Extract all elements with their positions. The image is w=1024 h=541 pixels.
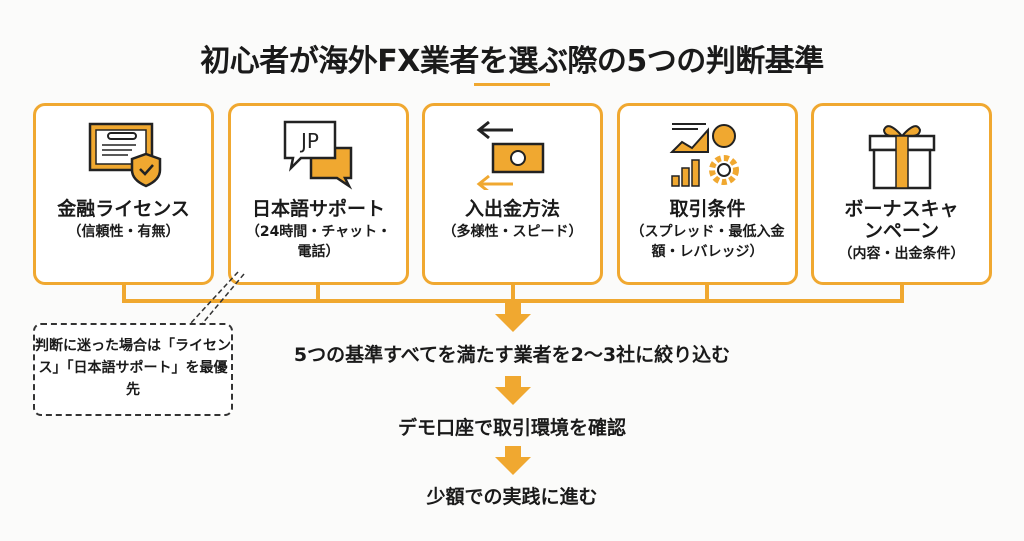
connector xyxy=(900,285,904,302)
money-transfer-icon xyxy=(476,120,544,190)
down-arrow xyxy=(495,387,531,405)
criterion-subtitle: （信頼性・有無） xyxy=(67,224,180,240)
connector xyxy=(316,285,320,302)
criterion-subtitle: （内容・出金条件） xyxy=(838,246,965,262)
page-title: 初心者が海外FX業者を選ぶ際の5つの判断基準 xyxy=(200,44,824,79)
connector xyxy=(705,285,709,302)
jp-label: JP xyxy=(299,129,319,153)
jp-chat-bubble-icon: JP xyxy=(283,120,352,190)
down-arrow xyxy=(495,457,531,475)
license-certificate-icon xyxy=(88,122,161,188)
down-arrow xyxy=(495,314,531,332)
criterion-subtitle: （24時間・チャット・電話） xyxy=(245,224,392,260)
criterion-card-deposit-withdrawal: 入出金方法 （多様性・スピード） xyxy=(422,103,603,285)
criterion-title: ボーナスキャンペーン xyxy=(844,198,959,242)
callout-pointer xyxy=(189,271,245,325)
connector xyxy=(122,285,126,302)
gift-icon xyxy=(868,125,935,190)
step-2: デモ口座で取引環境を確認 xyxy=(397,417,626,439)
criterion-title: 金融ライセンス xyxy=(57,198,190,220)
criterion-card-trading-conditions: 取引条件 （スプレッド・最低入金額・レバレッジ） xyxy=(617,103,798,285)
step-1: 5つの基準すべてを満たす業者を2〜3社に絞り込む xyxy=(293,344,731,366)
criterion-subtitle: （スプレッド・最低入金額・レバレッジ） xyxy=(630,224,785,260)
criterion-card-japanese-support: JP 日本語サポート （24時間・チャット・電話） xyxy=(228,103,409,285)
criterion-title: 日本語サポート xyxy=(251,198,385,220)
trading-chart-gear-icon xyxy=(669,123,739,187)
title-underline xyxy=(474,83,550,86)
criterion-card-bonus: ボーナスキャンペーン （内容・出金条件） xyxy=(811,103,992,285)
connector-bar xyxy=(122,299,904,303)
arrow-stem xyxy=(505,446,521,458)
arrow-stem xyxy=(505,376,521,388)
arrow-stem xyxy=(505,303,521,315)
connector xyxy=(511,285,515,302)
criterion-title: 入出金方法 xyxy=(464,198,560,220)
criterion-subtitle: （多様性・スピード） xyxy=(442,224,583,240)
step-3: 少額での実践に進む xyxy=(426,486,598,508)
criterion-card-license: 金融ライセンス （信頼性・有無） xyxy=(33,103,214,285)
criterion-title: 取引条件 xyxy=(669,198,746,220)
callout-note: 判断に迷った場合は「ライセンス」「日本語サポート」を最優先 xyxy=(33,323,233,416)
